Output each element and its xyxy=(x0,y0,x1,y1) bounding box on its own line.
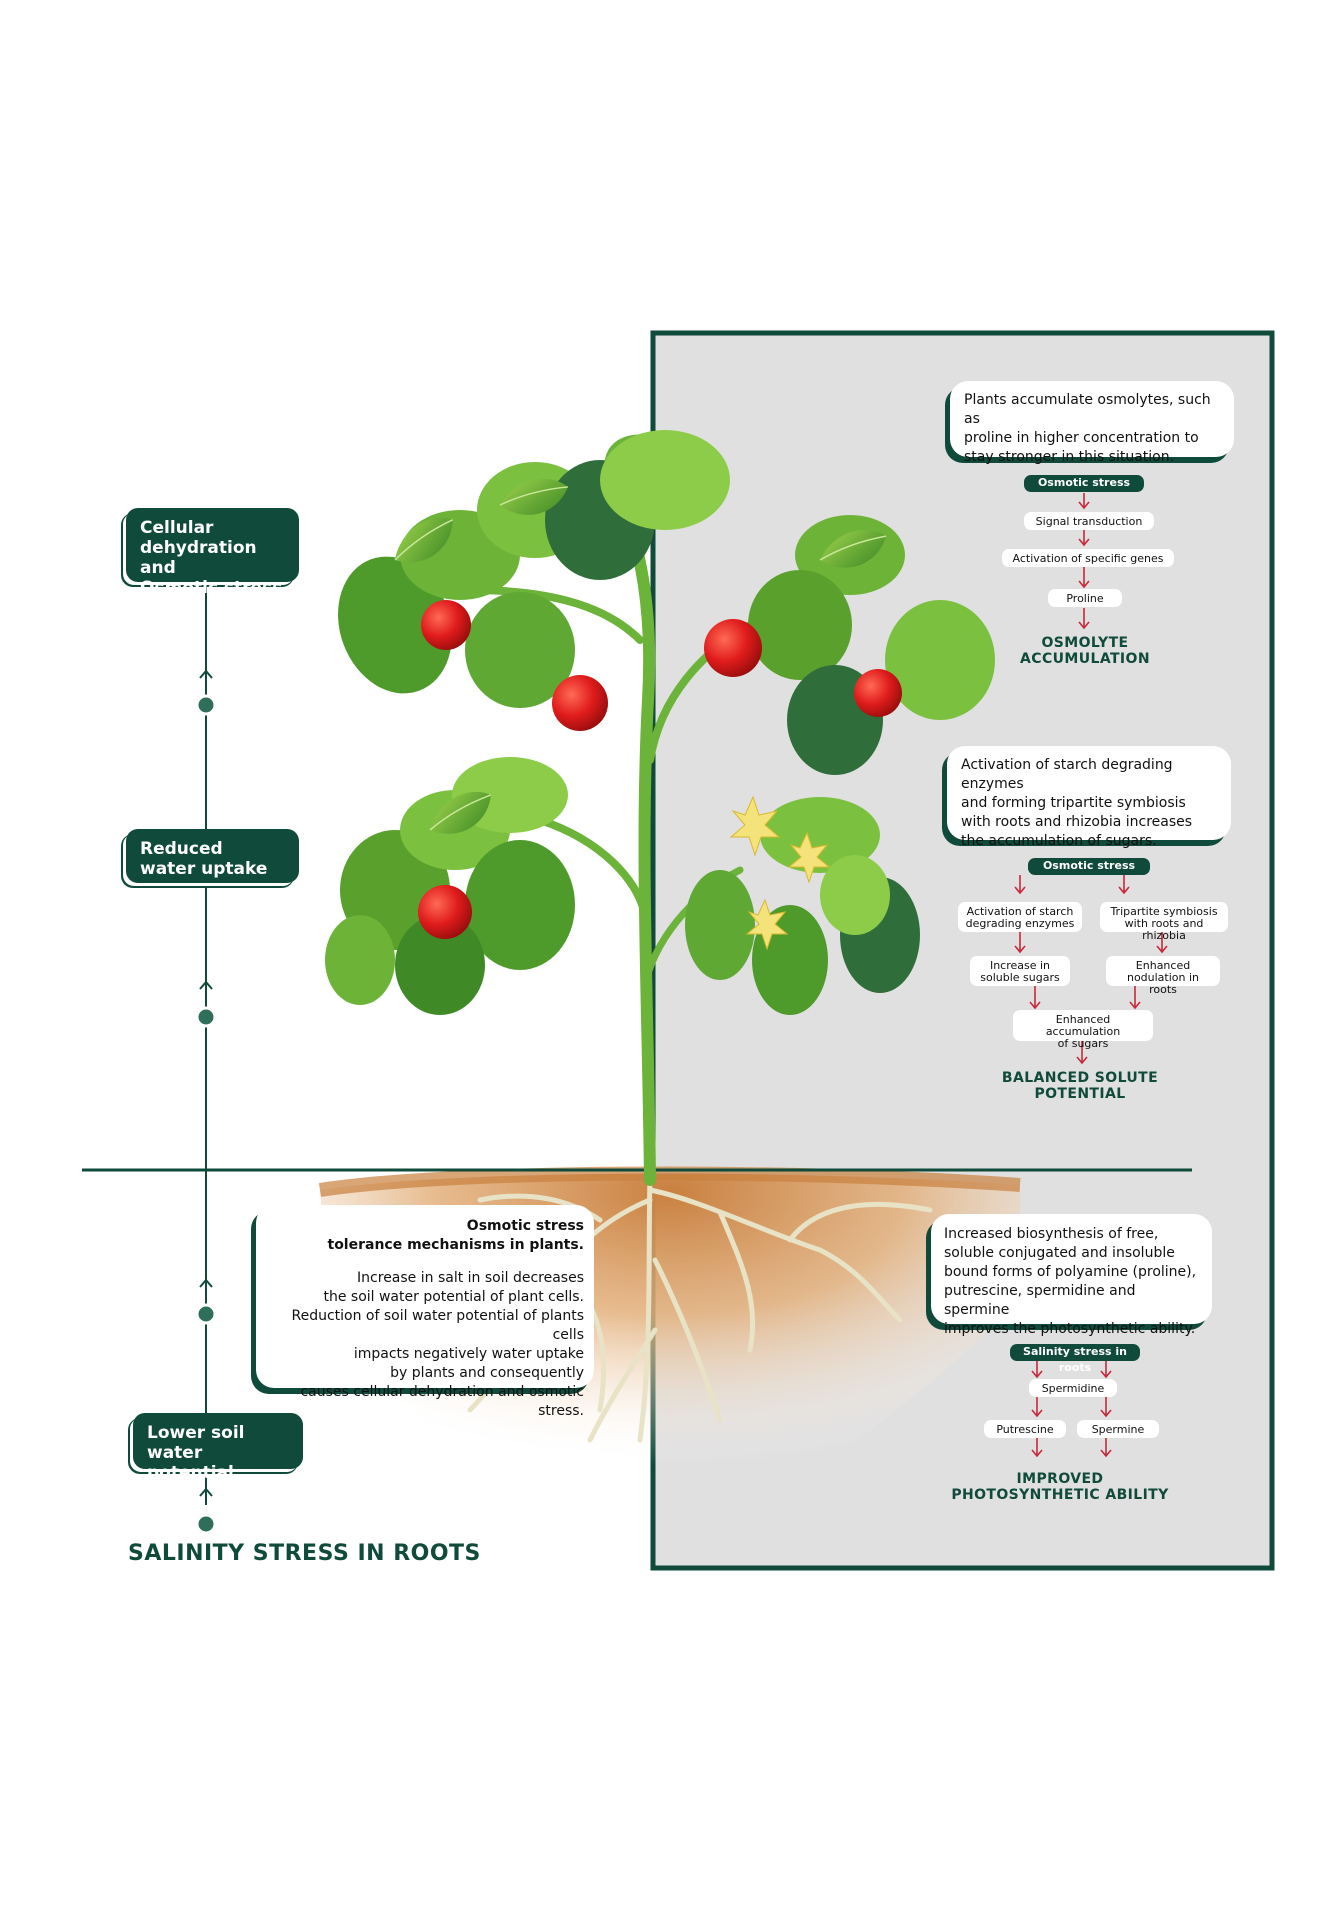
stage-cellular-dehydration: Cellular dehydration and Osmotic stress xyxy=(126,508,299,598)
tomatoes xyxy=(418,600,902,939)
flow-arrows xyxy=(1014,493,1168,1458)
tomato-3 xyxy=(704,619,762,677)
timeline xyxy=(195,585,217,1535)
outcome-line: OSMOLYTE xyxy=(1041,635,1129,651)
panel2-text: the accumulation of sugars. xyxy=(961,833,1157,849)
soil-callout-heading: tolerance mechanisms in plants. xyxy=(327,1237,585,1253)
panel3-text: Increased biosynthesis of free, xyxy=(944,1226,1159,1242)
panel2-trigger: Osmotic stress xyxy=(1028,858,1150,875)
panel1-text: proline in higher concentration to xyxy=(964,430,1199,446)
panel1-description: Plants accumulate osmolytes, such as pro… xyxy=(950,381,1234,465)
panel3-spermine: Spermine xyxy=(1077,1420,1159,1438)
soil-callout-text: by plants and consequently xyxy=(390,1365,584,1381)
panel3-text: improves the photosynthetic ability. xyxy=(944,1321,1196,1337)
panel1-step: Activation of specific genes xyxy=(1002,549,1174,567)
outcome-line: IMPROVED xyxy=(1016,1471,1104,1487)
outcome-line: ACCUMULATION xyxy=(1020,651,1150,667)
main-title: SALINITY STRESS IN ROOTS xyxy=(128,1541,481,1566)
stage-lower-soil-water-potential: Lower soil water potential xyxy=(133,1413,303,1483)
flowers xyxy=(729,795,831,951)
stage-label-line: Reduced xyxy=(140,839,223,859)
tomato-4 xyxy=(854,669,902,717)
outcome-line: POTENTIAL xyxy=(1034,1086,1126,1102)
panel2-merge: Enhanced accumulation of sugars xyxy=(1013,1010,1153,1050)
soil-callout-heading: Osmotic stress xyxy=(466,1218,584,1234)
panel2-right-step: Tripartite symbiosis with roots and rhiz… xyxy=(1100,902,1228,942)
node-line: Increase in xyxy=(989,959,1051,972)
panel3-outcome: IMPROVED PHOTOSYNTHETIC ABILITY xyxy=(950,1471,1170,1503)
panel3-putrescine: Putrescine xyxy=(984,1420,1066,1438)
panel2-description: Activation of starch degrading enzymes a… xyxy=(947,746,1231,849)
panel2-left-step: Activation of starch degrading enzymes xyxy=(958,902,1082,932)
stage-reduced-water-uptake: Reduced water uptake xyxy=(126,829,299,883)
stage-label-line: water potential xyxy=(147,1443,234,1483)
panel1-outcome: OSMOLYTE ACCUMULATION xyxy=(1000,635,1170,667)
soil-callout-text: causes cellular dehydration and osmotic … xyxy=(300,1384,584,1419)
node-line: degrading enzymes xyxy=(965,917,1075,930)
tomato-1 xyxy=(421,600,471,650)
panel3-description: Increased biosynthesis of free, soluble … xyxy=(931,1214,1212,1337)
panel1-text: Plants accumulate osmolytes, such as xyxy=(964,392,1211,427)
tomato-5 xyxy=(418,885,472,939)
panel1-step: Proline xyxy=(1048,589,1122,607)
panel2-text: and forming tripartite symbiosis xyxy=(961,795,1186,811)
soil-callout-text: impacts negatively water uptake xyxy=(353,1346,584,1362)
soil-callout-text: Increase in salt in soil decreases xyxy=(357,1270,584,1286)
panel3-text: bound forms of polyamine (proline), xyxy=(944,1264,1197,1280)
tomato-2 xyxy=(552,675,608,731)
node-line: Enhanced accumulation xyxy=(1045,1013,1121,1038)
panel1-text: stay stronger in this situation. xyxy=(964,449,1175,465)
stage-label-line: water uptake xyxy=(140,859,268,879)
node-line: Activation of starch xyxy=(966,905,1074,918)
node-line: soluble sugars xyxy=(980,971,1060,984)
soil-callout-text: the soil water potential of plant cells. xyxy=(323,1289,584,1305)
panel3-text: putrescine, spermidine and spermine xyxy=(944,1283,1136,1318)
panel2-left-step: Increase in soluble sugars xyxy=(970,956,1070,986)
soil-callout-text: Reduction of soil water potential of pla… xyxy=(291,1308,585,1343)
panel3-spermidine: Spermidine xyxy=(1029,1379,1117,1397)
node-line: nodulation in roots xyxy=(1126,971,1200,996)
node-line: Enhanced xyxy=(1135,959,1191,972)
panel3-text: soluble conjugated and insoluble xyxy=(944,1245,1175,1261)
node-line: with roots and rhizobia xyxy=(1124,917,1204,942)
panel2-right-step: Enhanced nodulation in roots xyxy=(1106,956,1220,996)
outcome-line: PHOTOSYNTHETIC ABILITY xyxy=(951,1487,1169,1503)
stage-label-line: dehydration and xyxy=(140,538,257,578)
panel1-trigger: Osmotic stress xyxy=(1024,475,1144,492)
node-line: of sugars xyxy=(1057,1037,1109,1050)
stage-label-line: Cellular xyxy=(140,518,214,538)
panel2-text: with roots and rhizobia increases xyxy=(961,814,1193,830)
panel2-text: Activation of starch degrading enzymes xyxy=(961,757,1173,792)
panel3-trigger: Salinity stress in roots xyxy=(1010,1344,1140,1374)
node-line: Tripartite symbiosis xyxy=(1110,905,1218,918)
panel2-outcome: BALANCED SOLUTE POTENTIAL xyxy=(990,1070,1170,1102)
stage-label-line: Osmotic stress xyxy=(140,578,283,598)
soil-callout: Osmotic stress tolerance mechanisms in p… xyxy=(256,1205,594,1419)
stage-label-line: Lower soil xyxy=(147,1423,245,1443)
outcome-line: BALANCED SOLUTE xyxy=(1001,1070,1159,1086)
panel1-step: Signal transduction xyxy=(1024,512,1154,530)
